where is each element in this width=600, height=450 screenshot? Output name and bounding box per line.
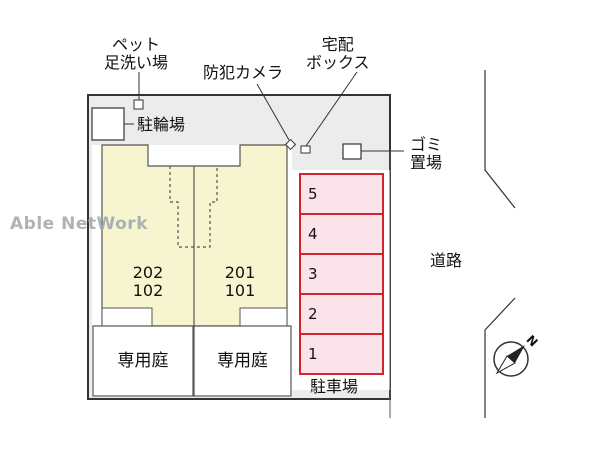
garden-right-label: 専用庭 xyxy=(217,351,268,371)
parking-slot-number-4: 4 xyxy=(308,225,318,243)
entrance-step-left xyxy=(101,307,153,327)
parking-slot-number-2: 2 xyxy=(308,305,318,323)
pet-wash-label: ペット 足洗い場 xyxy=(104,35,169,72)
road-line-upper xyxy=(484,70,516,209)
parking-space-5 xyxy=(299,173,384,215)
garbage-label: ゴミ 置場 xyxy=(410,135,443,172)
unit-202: 202 xyxy=(132,263,164,282)
unit-102: 102 xyxy=(132,281,164,300)
parking-label: 駐車場 xyxy=(310,377,359,396)
stairs-outline xyxy=(169,166,218,248)
parking-slot-number-5: 5 xyxy=(308,185,318,203)
delivery-box-marker xyxy=(300,145,311,154)
unit-101: 101 xyxy=(224,281,256,300)
road-label: 道路 xyxy=(430,251,463,270)
camera-leader xyxy=(256,83,290,141)
bicycle-parking-box xyxy=(91,107,125,141)
road-line-lower xyxy=(484,297,516,418)
delivery-box-label: 宅配 ボックス xyxy=(306,35,370,72)
private-garden-right xyxy=(193,325,292,397)
private-garden-left xyxy=(92,325,194,397)
garden-left-label: 専用庭 xyxy=(117,351,169,371)
parking-space-2 xyxy=(299,293,384,335)
bicycle-parking-label: 駐輪場 xyxy=(137,115,186,134)
camera-marker xyxy=(284,138,297,151)
unit-201: 201 xyxy=(224,263,256,282)
parking-space-1 xyxy=(299,333,384,375)
pet-wash-marker xyxy=(133,99,144,110)
watermark: Able NetWork xyxy=(10,214,148,234)
parking-slot-number-3: 3 xyxy=(308,265,318,283)
delivery-box-leader xyxy=(305,71,358,147)
north-arrow-icon xyxy=(493,341,529,377)
entrance-step-right xyxy=(239,307,288,327)
security-camera-label: 防犯カメラ xyxy=(203,63,284,82)
parking-slot-number-1: 1 xyxy=(308,345,318,363)
parking-space-3 xyxy=(299,253,384,295)
garbage-marker xyxy=(342,143,362,160)
